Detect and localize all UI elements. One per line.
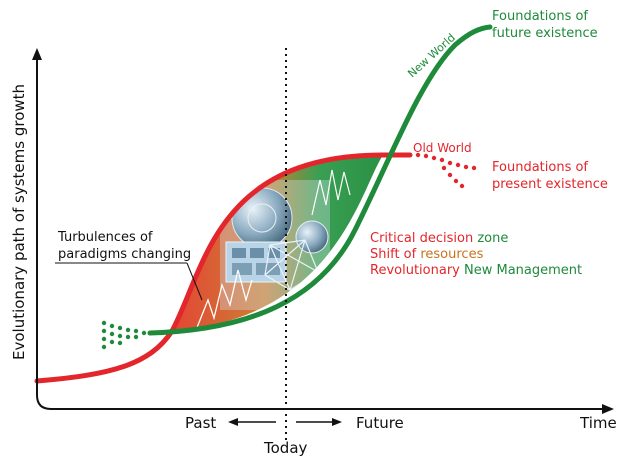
present-foundations-line-1: Foundations of [492, 160, 588, 175]
small-sphere-icon [295, 220, 329, 254]
old-world-curve [34, 152, 413, 384]
turbulence-callout-pointer [186, 262, 203, 301]
x-axis-arrow-icon [602, 404, 614, 414]
past-arrow-head-icon [228, 418, 238, 426]
zone-critical-decision: Critical decision [370, 231, 477, 246]
x-axis-label: Time [579, 414, 617, 432]
y-axis-label: Evolutionary path of systems growth [10, 84, 28, 360]
zone-line-3: Revolutionary New Management [370, 263, 582, 278]
new-world-dotted-lead [101, 320, 147, 350]
zone-resources: resources [420, 247, 483, 262]
past-label: Past [185, 414, 216, 432]
zone-line-2: Shift of resources [370, 247, 484, 262]
old-world-dotted-trail [415, 152, 477, 189]
future-foundations-line-1: Foundations of [492, 9, 588, 24]
present-foundations-label: Foundations of present existence [492, 160, 608, 192]
zone-line-1: Critical decision zone [370, 231, 508, 246]
old-world-label: Old World [413, 141, 472, 155]
turbulences-line-2: paradigms changing [58, 247, 191, 262]
satellite-sphere-icon [231, 187, 293, 249]
y-axis-arrow-icon [32, 48, 42, 60]
turbulences-label: Turbulences of paradigms changing [57, 230, 191, 262]
axis-corner [36, 394, 52, 410]
future-foundations-line-2: future existence [492, 26, 598, 41]
zone-revolutionary: Revolutionary [370, 263, 464, 278]
turbulences-line-1: Turbulences of [57, 230, 153, 245]
new-world-curve [147, 24, 493, 336]
today-label: Today [263, 439, 308, 457]
future-label: Future [356, 414, 404, 432]
future-arrow-head-icon [332, 418, 342, 426]
zone-new-management: New Management [464, 263, 582, 278]
present-foundations-line-2: present existence [492, 177, 608, 192]
zone-shift-of: Shift of [370, 247, 420, 262]
zone-word: zone [477, 231, 508, 246]
future-foundations-label: Foundations of future existence [492, 9, 598, 41]
